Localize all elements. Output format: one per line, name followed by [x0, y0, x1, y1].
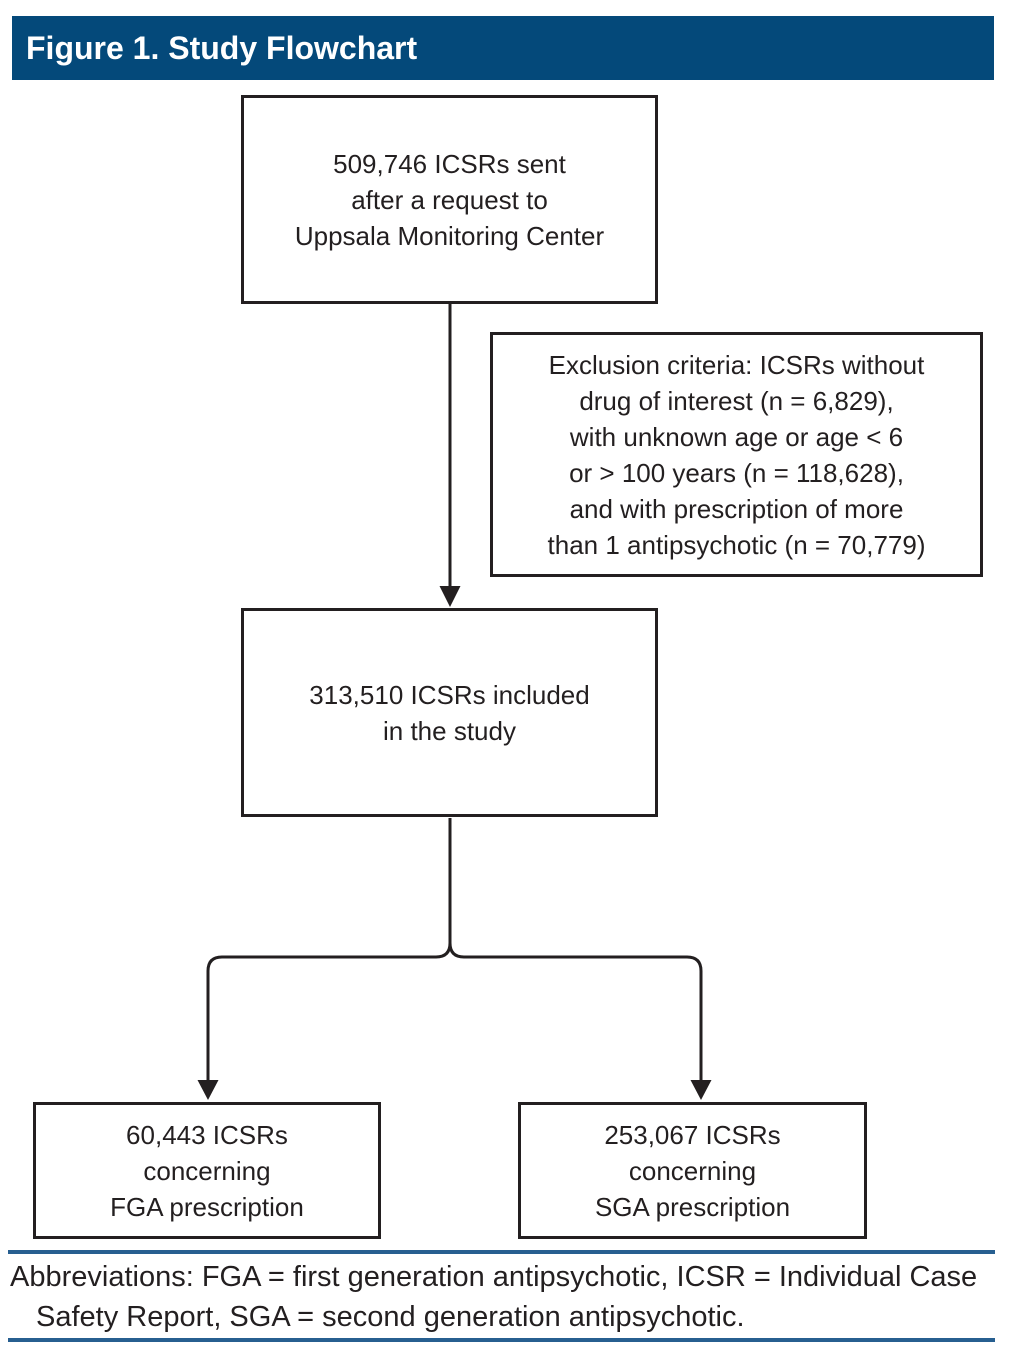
- figure-title: Figure 1. Study Flowchart: [26, 29, 418, 66]
- flow-box-sga-prescription-text: 253,067 ICSRs concerning SGA prescriptio…: [594, 1119, 791, 1222]
- footer-divider-top: [8, 1250, 995, 1254]
- flow-box-included: 313,510 ICSRs included in the study: [241, 608, 658, 817]
- abbreviations-line-2: Safety Report, SGA = second generation a…: [36, 1301, 745, 1333]
- flow-box-start: 509,746 ICSRs sent after a request to Up…: [241, 95, 658, 304]
- footer-divider-bottom: [8, 1338, 995, 1342]
- flow-box-fga-prescription: 60,443 ICSRs concerning FGA prescription: [33, 1102, 381, 1239]
- connector-included-to-sga: [448, 818, 703, 1082]
- arrowhead-fga-icon: [197, 1080, 219, 1100]
- abbreviations-note: Abbreviations: FGA = first generation an…: [10, 1257, 1002, 1337]
- flow-box-exclusion-criteria: Exclusion criteria: ICSRs without drug o…: [490, 332, 983, 577]
- flow-box-included-text: 313,510 ICSRs included in the study: [309, 679, 590, 746]
- connector-included-to-fga: [206, 818, 452, 1082]
- arrowhead-sga-icon: [690, 1080, 712, 1100]
- figure-title-bar: Figure 1. Study Flowchart: [12, 16, 994, 80]
- arrowhead-included-icon: [439, 586, 461, 607]
- abbreviations-line-1: Abbreviations: FGA = first generation an…: [10, 1261, 978, 1293]
- flow-box-exclusion-criteria-text: Exclusion criteria: ICSRs without drug o…: [547, 349, 926, 560]
- flow-box-sga-prescription: 253,067 ICSRs concerning SGA prescriptio…: [518, 1102, 867, 1239]
- flow-box-start-text: 509,746 ICSRs sent after a request to Up…: [294, 148, 605, 251]
- flow-box-fga-prescription-text: 60,443 ICSRs concerning FGA prescription: [110, 1119, 304, 1222]
